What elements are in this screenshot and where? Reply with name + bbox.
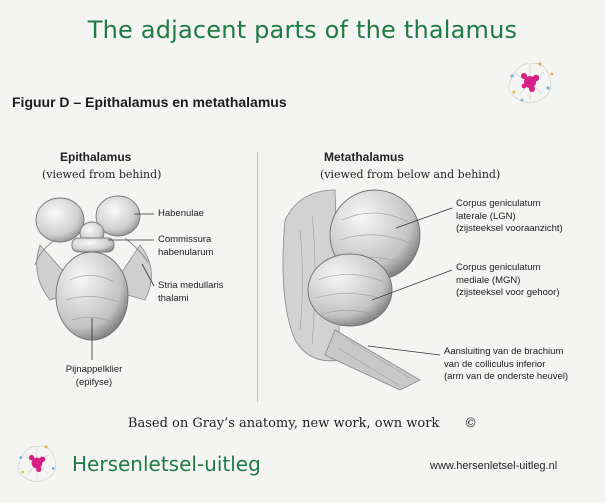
leader-lines bbox=[91, 207, 453, 360]
page-title: The adjacent parts of the thalamus bbox=[87, 16, 518, 44]
website-url[interactable]: www.hersenletsel-uitleg.nl bbox=[430, 460, 558, 472]
label-brachium: Aansluiting van de brachium van de colli… bbox=[444, 346, 569, 382]
source-credit: Based on Gray’s anatomy, new work, own w… bbox=[127, 416, 478, 431]
metathalamus-title: Metathalamus bbox=[324, 150, 405, 164]
metathalamus-subtitle: (viewed from below and behind) bbox=[320, 168, 501, 181]
label-lgn: Corpus geniculatum laterale (LGN) (zijst… bbox=[456, 198, 563, 234]
label-stria-medullaris: Stria medullaris thalami bbox=[158, 280, 224, 304]
label-habenulae: Habenulae bbox=[158, 208, 204, 219]
copyright-symbol: © bbox=[464, 416, 478, 431]
epithalamus-subtitle: (viewed from behind) bbox=[42, 168, 162, 181]
epithalamus-drawing bbox=[34, 195, 152, 341]
brain-logo-icon bbox=[17, 445, 57, 482]
metathalamus-drawing bbox=[282, 189, 421, 391]
brain-logo-icon bbox=[508, 62, 554, 103]
label-commissura: Commissura habenularum bbox=[158, 234, 214, 258]
label-mgn: Corpus geniculatum mediale (MGN) (zijste… bbox=[456, 262, 560, 298]
label-pijnappelklier: Pijnappelklier (epifyse) bbox=[65, 364, 123, 388]
brand-name: Hersenletsel-uitleg bbox=[72, 452, 261, 476]
epithalamus-title: Epithalamus bbox=[60, 150, 132, 164]
panel-divider bbox=[257, 152, 258, 402]
figure-title: Figuur D – Epithalamus en metathalamus bbox=[12, 94, 287, 110]
